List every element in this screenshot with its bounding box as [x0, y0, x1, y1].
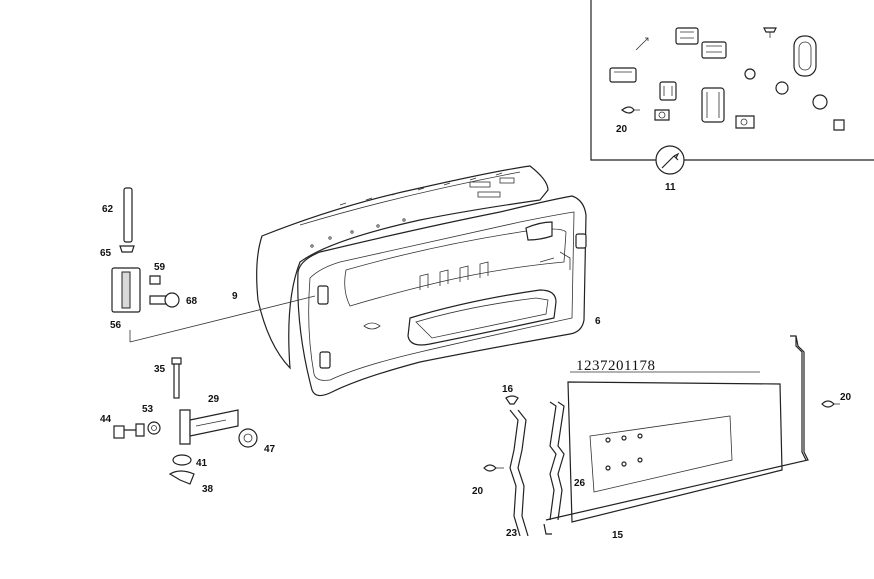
- door-outer-holes: [310, 177, 515, 248]
- callout-labels: 62 65 59 68 56 9 6 35 29 44 53 47 41 38 …: [100, 204, 852, 541]
- callout-59: 59: [154, 262, 166, 273]
- callout-11: 11: [665, 182, 676, 193]
- callout-65: 65: [100, 248, 112, 259]
- callout-26: 26: [574, 478, 586, 489]
- leader-lines: [129, 295, 760, 373]
- callout-47: 47: [264, 444, 276, 455]
- trim-panel-holes: [605, 433, 643, 471]
- clip-kit-inset: 20 11: [590, 0, 874, 193]
- door-check-assembly: [113, 357, 258, 485]
- inset-clip-parts: [609, 27, 845, 131]
- callout-20-left: 20: [472, 486, 484, 497]
- door-inner-frame: [297, 195, 587, 397]
- wrench-icon: [655, 145, 685, 175]
- callout-16: 16: [502, 384, 514, 395]
- callout-68: 68: [186, 296, 198, 307]
- callout-62: 62: [102, 204, 114, 215]
- callout-53: 53: [142, 404, 154, 415]
- trim-panel-assembly: [483, 335, 840, 537]
- hinge-assembly: [111, 187, 180, 313]
- callout-20-right: 20: [840, 392, 852, 403]
- callout-29: 29: [208, 394, 220, 405]
- callout-23: 23: [506, 528, 518, 539]
- callout-20-inset: 20: [616, 124, 628, 135]
- serial-number: 1237201178: [576, 358, 655, 374]
- door-outer-panel: [256, 165, 549, 370]
- callout-6: 6: [595, 316, 601, 327]
- callout-35: 35: [154, 364, 166, 375]
- callout-56: 56: [110, 320, 122, 331]
- callout-15: 15: [612, 530, 624, 541]
- callout-41: 41: [196, 458, 208, 469]
- callout-44: 44: [100, 414, 112, 425]
- callout-38: 38: [202, 484, 214, 495]
- callout-9: 9: [232, 291, 238, 302]
